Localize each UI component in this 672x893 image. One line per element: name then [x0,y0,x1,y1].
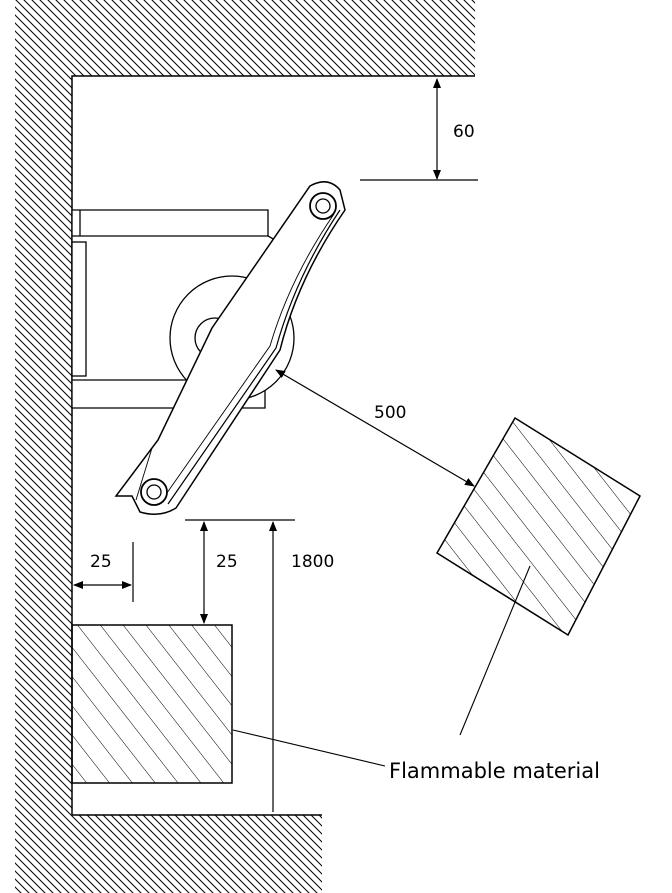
dimension-height-label: 1800 [291,552,334,572]
flammable-block-right [435,416,641,637]
flammable-material-label: Flammable material [389,759,600,783]
dimension-side [73,542,134,602]
dimension-side-label: 25 [90,552,112,572]
dimension-top-label: 60 [453,122,475,142]
articulated-arm [114,181,346,515]
flammable-block-lower [71,624,233,784]
dimension-diagonal [275,369,475,487]
dimension-bottom [185,519,295,624]
leader-lines [232,565,531,767]
dimension-diagonal-label: 500 [374,403,406,423]
dimension-top [360,78,478,181]
wall-structure [15,0,475,893]
dimension-bottom-label: 25 [216,552,238,572]
